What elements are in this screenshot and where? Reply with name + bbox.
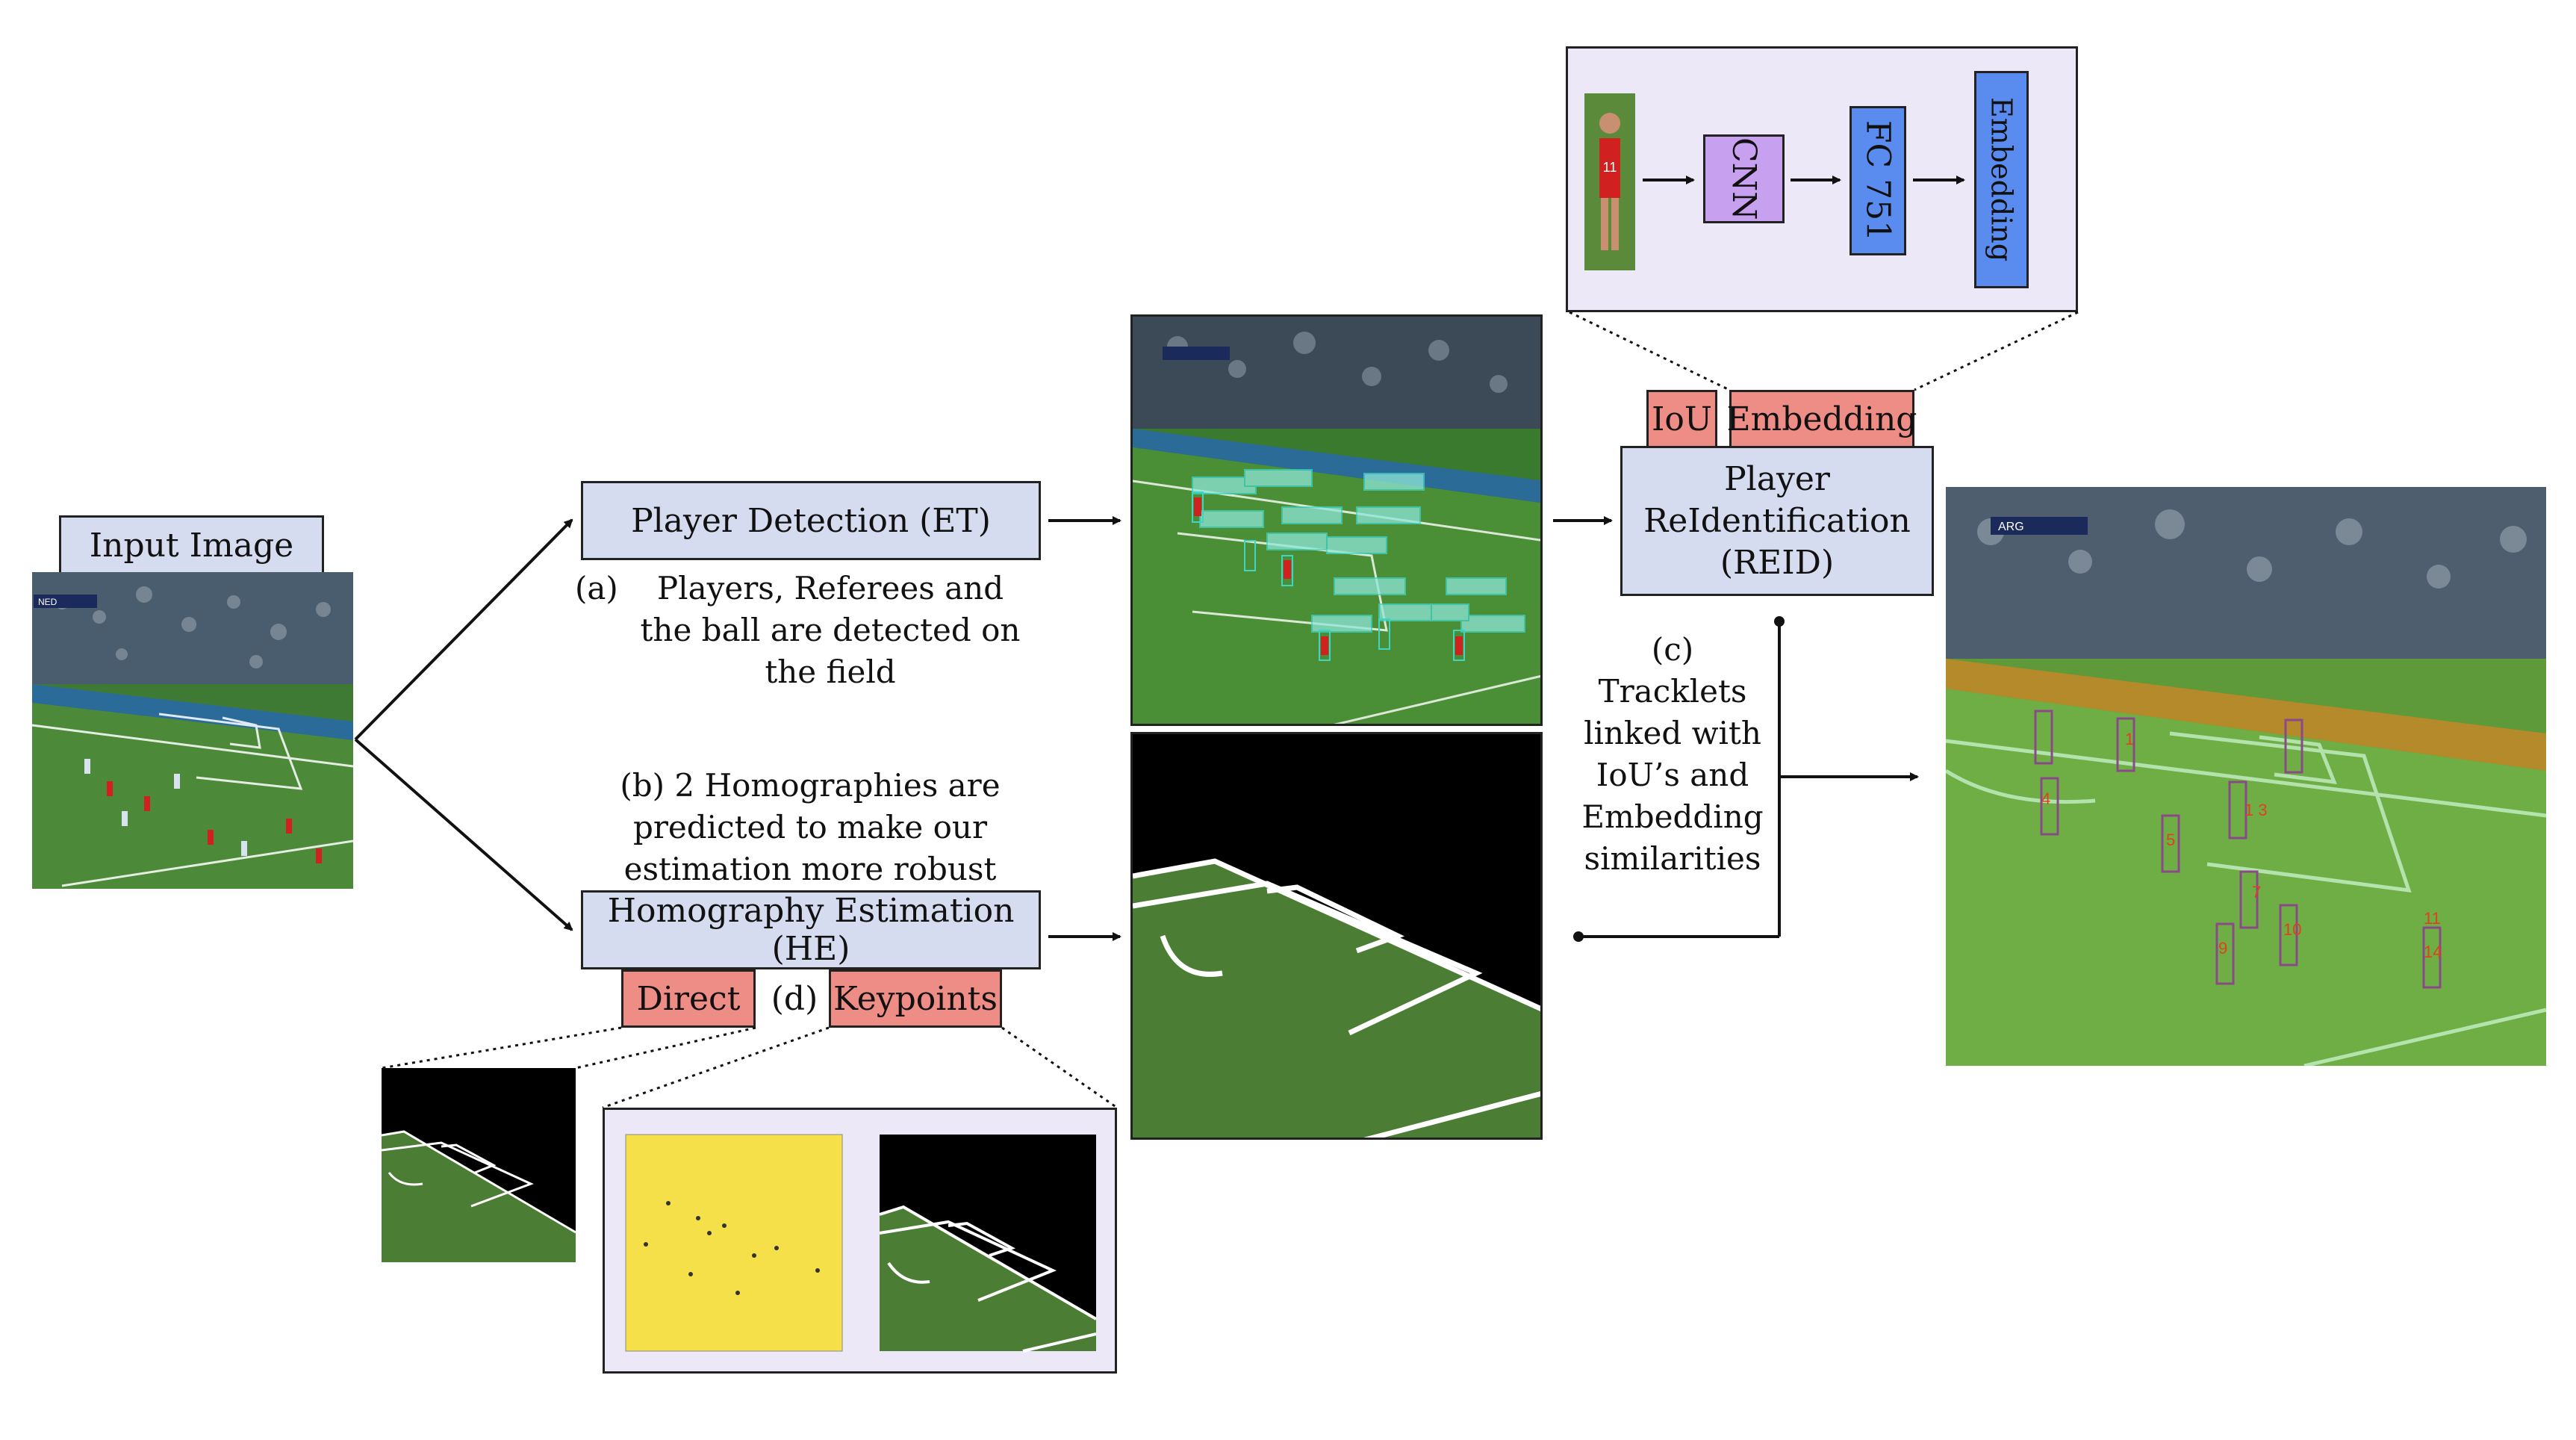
- svg-text:10: 10: [2283, 920, 2301, 939]
- homography-caption: (b) 2 Homographies are predicted to make…: [620, 767, 1001, 887]
- keypoints-tag: Keypoints: [829, 969, 1002, 1028]
- detection-caption: Players, Referees and the ball are detec…: [640, 570, 1021, 690]
- svg-text:7: 7: [2252, 883, 2261, 901]
- svg-text:11: 11: [2424, 909, 2441, 928]
- reid-label-line1: Player: [1724, 459, 1830, 498]
- direct-homography-image: [382, 1068, 576, 1262]
- embedding-tag-label: Embedding: [1726, 400, 1917, 438]
- input-scoreboard: NED: [38, 597, 57, 607]
- svg-text:1 3: 1 3: [2244, 801, 2268, 819]
- embedding-tag: Embedding: [1726, 390, 1917, 448]
- homography-estimation-label: Homography Estimation (HE): [607, 892, 1015, 968]
- d-tag: (d): [771, 980, 818, 1018]
- svg-text:5: 5: [2166, 831, 2175, 849]
- embedding-block-label: Embedding: [1985, 97, 2018, 262]
- svg-text:1: 1: [2125, 730, 2134, 748]
- embedding-block: Embedding: [1974, 71, 2029, 288]
- detection-image: [1130, 314, 1543, 726]
- direct-tag-label: Direct: [636, 979, 741, 1018]
- svg-text:4: 4: [2041, 789, 2050, 808]
- fc-label: FC 751: [1858, 120, 1897, 242]
- player-detection-box: Player Detection (ET): [581, 481, 1041, 560]
- reid-box: Player ReIdentification (REID): [1620, 446, 1934, 596]
- svg-text:14: 14: [2424, 943, 2442, 961]
- reid-caption: (c) Tracklets linked with IoU’s and Embe…: [1581, 631, 1764, 877]
- detection-caption-tag: (a): [575, 570, 618, 606]
- input-image-label-text: Input Image: [89, 526, 294, 565]
- direct-tag: Direct: [621, 969, 756, 1028]
- homography-estimation-box: Homography Estimation (HE): [581, 890, 1041, 969]
- keypoints-tag-label: Keypoints: [833, 979, 998, 1018]
- homography-image: [1130, 732, 1543, 1140]
- fc-block: FC 751: [1849, 106, 1906, 255]
- jersey-number: 11: [1603, 160, 1617, 175]
- iou-tag: IoU: [1646, 390, 1717, 448]
- input-image: NED: [32, 572, 353, 889]
- input-image-label: Input Image: [59, 515, 324, 575]
- iou-tag-label: IoU: [1652, 400, 1712, 438]
- output-scoreboard: ARG: [1998, 521, 2024, 533]
- output-image: ARG 4 1 1 3 5 7 9 10 11 14: [1946, 487, 2546, 1066]
- reid-label-line3: (REID): [1720, 543, 1835, 582]
- cnn-label: CNN: [1725, 137, 1763, 220]
- cnn-block: CNN: [1703, 134, 1785, 223]
- player-detection-label: Player Detection (ET): [631, 501, 991, 540]
- keypoints-panel: [603, 1108, 1117, 1374]
- reid-label-line2: ReIdentification: [1643, 501, 1911, 540]
- svg-text:9: 9: [2218, 939, 2227, 958]
